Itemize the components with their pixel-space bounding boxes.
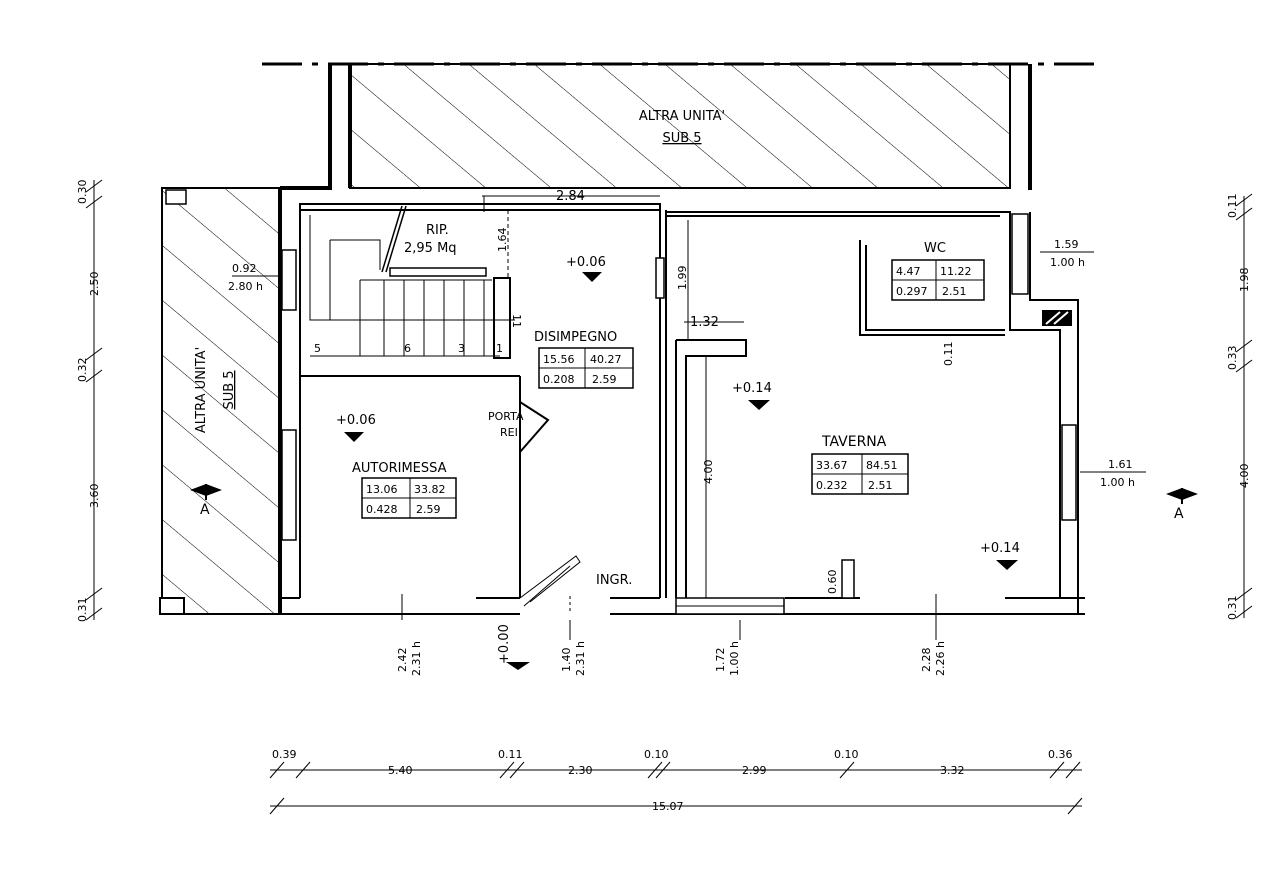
doors (519, 401, 581, 612)
autorimessa-cell-3: 0.428 (366, 503, 398, 516)
disimpegno-cell-2: 40.27 (590, 353, 622, 366)
disimpegno-table (538, 347, 634, 389)
taverna-cell-2: 84.51 (866, 459, 898, 472)
window-1-61-h: 1.00 h (1100, 476, 1135, 489)
taverna-table (811, 453, 909, 495)
bottom-dim-2-30: 2.30 (568, 764, 593, 777)
window-0-92-h: 2.80 h (228, 280, 263, 293)
walls (278, 64, 1085, 615)
disimpegno-name: DISIMPEGNO (534, 330, 617, 345)
taverna-level-2: +0.14 (980, 541, 1020, 556)
autorimessa-table (361, 477, 457, 519)
stair (309, 205, 515, 359)
left-dimension-line (85, 179, 103, 621)
autorimessa-cell-4: 2.59 (416, 503, 441, 516)
section-mark-right-label: A (1174, 506, 1184, 522)
bottom-dim-5-40: 5.40 (388, 764, 413, 777)
right-dimension-line (1235, 193, 1253, 619)
left-dim-3-60: 3.60 (88, 484, 101, 509)
wc-cell-4: 2.51 (942, 285, 967, 298)
hatched-unit-left (159, 187, 281, 615)
taverna-name: TAVERNA (821, 434, 887, 450)
bottom-dim-0-36: 0.36 (1048, 748, 1073, 761)
window-1-40: 1.40 (560, 648, 573, 673)
disimpegno-level: +0.06 (566, 255, 606, 270)
section-mark-left (190, 484, 222, 500)
dim-1-99: 1.99 (676, 266, 689, 291)
section-mark-left-label: A (200, 502, 210, 518)
window-2-42: 2.42 (396, 648, 409, 673)
dim-0-11-inner: 0.11 (942, 342, 955, 367)
window-2-28-h: 2.26 h (934, 641, 947, 676)
stair-step-11: 11 (510, 314, 523, 328)
stair-step-6: 6 (404, 342, 411, 355)
taverna-cell-4: 2.51 (868, 479, 893, 492)
right-dim-1-98: 1.98 (1238, 268, 1251, 293)
bottom-dim-2-99: 2.99 (742, 764, 767, 777)
disimpegno-cell-3: 0.208 (543, 373, 575, 386)
inner-dimension-lines (232, 195, 1146, 598)
window-0-92: 0.92 (232, 262, 257, 275)
bottom-dim-0-10-b: 0.10 (834, 748, 859, 761)
entry-level: +0.00 (497, 624, 512, 664)
hatched-unit-left-sub: SUB 5 (222, 370, 237, 409)
window-2-42-h: 2.31 h (410, 641, 423, 676)
dim-2-84: 2.84 (556, 189, 585, 204)
wc-cell-1: 4.47 (896, 265, 921, 278)
bottom-dim-0-39: 0.39 (272, 748, 297, 761)
right-dim-0-33: 0.33 (1226, 346, 1239, 371)
rip-area: 2,95 Mq (404, 241, 457, 256)
wc-cell-3: 0.297 (896, 285, 928, 298)
wc-cell-2: 11.22 (940, 265, 972, 278)
taverna-cell-3: 0.232 (816, 479, 848, 492)
dim-1-32: 1.32 (690, 315, 719, 330)
left-dim-0-30: 0.30 (76, 180, 89, 205)
hatched-unit-top-label: ALTRA UNITA' (639, 109, 725, 124)
hatched-unit-left-label: ALTRA UNITA' (194, 347, 209, 433)
window-2-28: 2.28 (920, 648, 933, 673)
autorimessa-cell-1: 13.06 (366, 483, 398, 496)
porta-label-2: REI (500, 426, 518, 439)
bottom-dim-0-10-a: 0.10 (644, 748, 669, 761)
window-1-61: 1.61 (1108, 458, 1133, 471)
window-1-59: 1.59 (1054, 238, 1079, 251)
window-1-40-h: 2.31 h (574, 641, 587, 676)
wc-table (891, 259, 985, 301)
ingresso-label: INGR. (596, 573, 632, 588)
dim-0-60: 0.60 (826, 570, 839, 595)
right-dim-0-31: 0.31 (1226, 596, 1239, 621)
bottom-dim-total: 15.07 (652, 800, 684, 813)
autorimessa-cell-2: 33.82 (414, 483, 446, 496)
porta-label-1: PORTA (488, 410, 524, 423)
stair-step-1: 1 (496, 342, 503, 355)
bottom-dim-3-32: 3.32 (940, 764, 965, 777)
window-1-72: 1.72 (714, 648, 727, 673)
dim-1-64: 1.64 (496, 228, 509, 253)
rip-label: RIP. (426, 223, 449, 238)
disimpegno-cell-1: 15.56 (543, 353, 575, 366)
bottom-window-markers (401, 594, 937, 640)
section-mark-right (1166, 488, 1198, 504)
left-dim-0-31: 0.31 (76, 598, 89, 623)
bottom-dimension-line (269, 761, 1083, 815)
right-dim-0-11: 0.11 (1226, 194, 1239, 219)
taverna-cell-1: 33.67 (816, 459, 848, 472)
bottom-dim-0-11: 0.11 (498, 748, 523, 761)
hatched-unit-top (262, 62, 1100, 190)
wc-name: WC (924, 241, 946, 256)
left-dim-0-32: 0.32 (76, 358, 89, 383)
window-1-59-h: 1.00 h (1050, 256, 1085, 269)
dim-4-00-inner: 4.00 (702, 460, 715, 485)
right-dim-4-00: 4.00 (1238, 464, 1251, 489)
stair-step-3: 3 (458, 342, 465, 355)
stair-step-5: 5 (314, 342, 321, 355)
hatched-unit-top-sub: SUB 5 (662, 131, 701, 146)
autorimessa-name: AUTORIMESSA (352, 461, 447, 476)
autorimessa-level: +0.06 (336, 413, 376, 428)
window-1-72-h: 1.00 h (728, 641, 741, 676)
disimpegno-cell-4: 2.59 (592, 373, 617, 386)
taverna-level: +0.14 (732, 381, 772, 396)
left-dim-2-50: 2.50 (88, 272, 101, 297)
